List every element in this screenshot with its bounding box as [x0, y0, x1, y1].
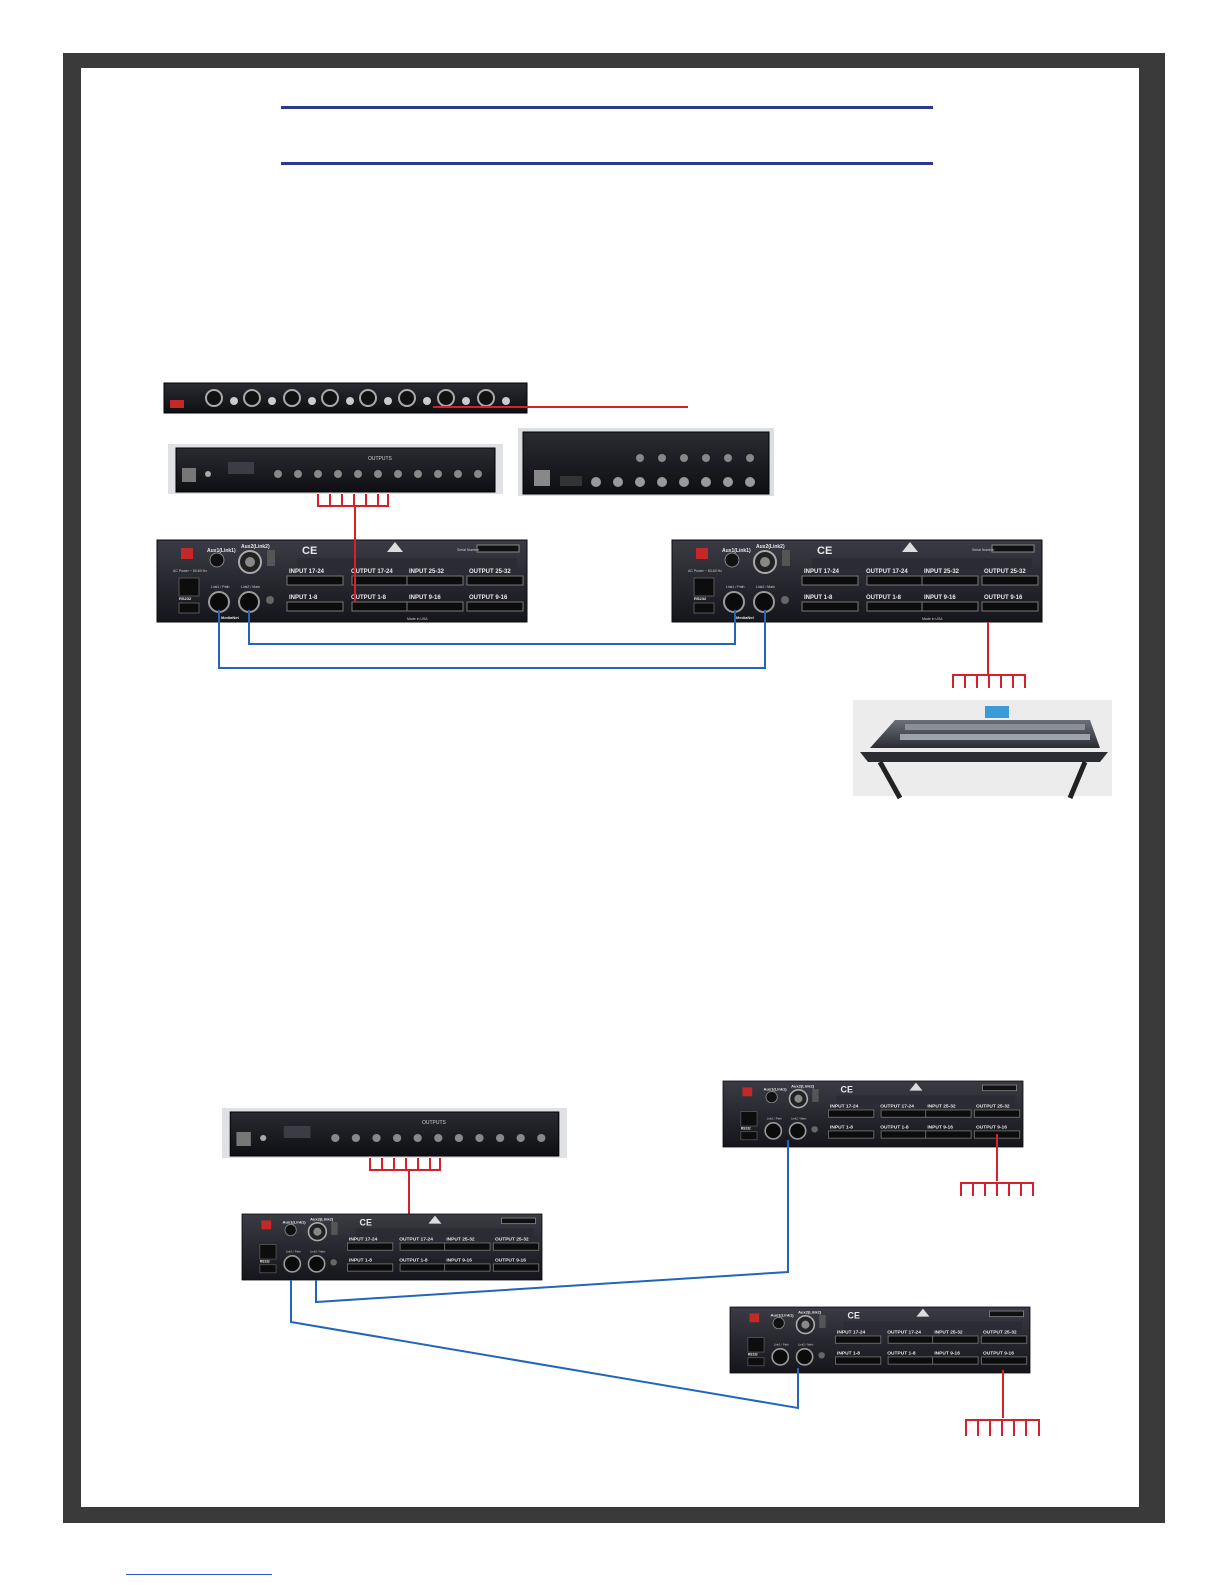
svg-text:Link2 / Main: Link2 / Main — [241, 585, 260, 589]
svg-text:Link1 / Path: Link1 / Path — [774, 1343, 789, 1347]
svg-text:INPUT 25-32: INPUT 25-32 — [409, 569, 445, 575]
svg-text:OUTPUTS: OUTPUTS — [368, 456, 393, 462]
svg-text:OUTPUT 9-16: OUTPUT 9-16 — [976, 1125, 1007, 1131]
svg-text:Link2 / Main: Link2 / Main — [798, 1343, 814, 1347]
svg-text:Aux2(Link2): Aux2(Link2) — [756, 544, 785, 550]
svg-text:INPUT 25-32: INPUT 25-32 — [934, 1330, 963, 1336]
audio-interface-d: Aux1(Link1) Aux2(Link2) Link1 / Path Lin… — [722, 1080, 1024, 1148]
svg-text:INPUT 25-32: INPUT 25-32 — [924, 569, 960, 575]
svg-text:OUTPUT 1-8: OUTPUT 1-8 — [399, 1258, 428, 1264]
svg-text:INPUT 17-24: INPUT 17-24 — [837, 1330, 866, 1336]
output-snake-bottom-right-upper — [960, 1134, 1034, 1196]
svg-text:OUTPUT 25-32: OUTPUT 25-32 — [984, 569, 1026, 575]
svg-text:Aux1(Link1): Aux1(Link1) — [283, 1220, 307, 1225]
svg-text:OUTPUT 17-24: OUTPUT 17-24 — [399, 1237, 433, 1243]
svg-text:Made in USA: Made in USA — [407, 617, 428, 621]
svg-text:Aux2(Link2): Aux2(Link2) — [241, 544, 270, 550]
svg-text:OUTPUT 25-32: OUTPUT 25-32 — [495, 1237, 529, 1243]
output-snake-to-console — [952, 622, 1026, 688]
svg-text:Link1 / Path: Link1 / Path — [726, 585, 745, 589]
monitor-amplifier-rear-panel — [518, 428, 774, 496]
svg-text:Aux1(Link1): Aux1(Link1) — [722, 548, 751, 554]
svg-text:INPUT 1-8: INPUT 1-8 — [837, 1351, 860, 1357]
svg-text:Serial Number: Serial Number — [457, 548, 480, 552]
svg-text:OUTPUT 1-8: OUTPUT 1-8 — [887, 1351, 916, 1357]
svg-text:OUTPUT 9-16: OUTPUT 9-16 — [495, 1258, 526, 1264]
output-snake-bottom-right-lower — [965, 1370, 1040, 1436]
output-snake-top-left — [317, 494, 389, 602]
svg-text:INPUT 25-32: INPUT 25-32 — [927, 1104, 956, 1110]
mixing-console-image — [853, 700, 1112, 800]
svg-text:INPUT 17-24: INPUT 17-24 — [349, 1237, 378, 1243]
svg-text:Aux1(Link1): Aux1(Link1) — [771, 1313, 795, 1318]
svg-text:Aux2(Link2): Aux2(Link2) — [791, 1083, 815, 1088]
svg-text:Link2 / Main: Link2 / Main — [756, 585, 775, 589]
svg-text:AC Power ~ 50-60 Hz: AC Power ~ 50-60 Hz — [173, 569, 207, 573]
svg-text:OUTPUT 17-24: OUTPUT 17-24 — [880, 1104, 914, 1110]
svg-text:Link2 / Main: Link2 / Main — [310, 1250, 326, 1254]
svg-text:RS232: RS232 — [260, 1259, 270, 1263]
svg-text:INPUT 9-16: INPUT 9-16 — [934, 1351, 960, 1357]
svg-text:Link1 / Path: Link1 / Path — [211, 585, 230, 589]
audio-interface-a: Aux1(Link1) Aux2(Link2) AC Power ~ 50-60… — [156, 539, 528, 623]
svg-text:OUTPUT 9-16: OUTPUT 9-16 — [983, 1351, 1014, 1357]
title-rule-bottom — [281, 162, 933, 165]
svg-text:OUTPUT 25-32: OUTPUT 25-32 — [976, 1104, 1010, 1110]
svg-text:Link2 / Main: Link2 / Main — [791, 1117, 807, 1121]
svg-text:INPUT 1-8: INPUT 1-8 — [289, 595, 318, 601]
network-cables-top — [218, 610, 766, 669]
svg-text:MediaNet: MediaNet — [736, 615, 754, 620]
svg-text:OUTPUT 1-8: OUTPUT 1-8 — [351, 595, 387, 601]
svg-text:Aux1(Link1): Aux1(Link1) — [764, 1087, 788, 1092]
title-rule-top — [281, 106, 933, 109]
svg-text:Made in USA: Made in USA — [922, 617, 943, 621]
svg-text:OUTPUT 25-32: OUTPUT 25-32 — [983, 1330, 1017, 1336]
svg-text:INPUT 9-16: INPUT 9-16 — [924, 595, 956, 601]
svg-text:RS232: RS232 — [741, 1126, 751, 1130]
svg-text:RS232: RS232 — [694, 596, 707, 601]
svg-text:OUTPUT 1-8: OUTPUT 1-8 — [880, 1125, 909, 1131]
mic-preamp-front — [163, 382, 528, 414]
svg-text:OUTPUT 1-8: OUTPUT 1-8 — [866, 595, 902, 601]
svg-text:Serial Number: Serial Number — [972, 548, 995, 552]
svg-text:OUTPUT 9-16: OUTPUT 9-16 — [984, 595, 1023, 601]
svg-text:OUTPUTS: OUTPUTS — [422, 1120, 447, 1126]
svg-text:INPUT 1-8: INPUT 1-8 — [349, 1258, 372, 1264]
svg-text:Aux2(Link2): Aux2(Link2) — [310, 1216, 334, 1221]
svg-text:RS232: RS232 — [748, 1352, 758, 1356]
svg-text:INPUT 17-24: INPUT 17-24 — [830, 1104, 859, 1110]
audio-interface-e: Aux1(Link1) Aux2(Link2) Link1 / Path Lin… — [729, 1306, 1031, 1374]
audio-interface-c: Aux1(Link1) Aux2(Link2) Link1 / Path Lin… — [241, 1213, 543, 1281]
footer-link-underline[interactable] — [126, 1574, 272, 1575]
svg-text:INPUT 9-16: INPUT 9-16 — [927, 1125, 953, 1131]
svg-text:INPUT 1-8: INPUT 1-8 — [804, 595, 833, 601]
svg-text:INPUT 9-16: INPUT 9-16 — [409, 595, 441, 601]
svg-text:OUTPUT 17-24: OUTPUT 17-24 — [887, 1330, 921, 1336]
svg-text:AC Power ~ 50-60 Hz: AC Power ~ 50-60 Hz — [688, 569, 722, 573]
svg-text:Link1 / Path: Link1 / Path — [767, 1117, 782, 1121]
svg-text:Link1 / Path: Link1 / Path — [286, 1250, 301, 1254]
amplifier-rear-panel-2: OUTPUTS — [221, 1107, 568, 1159]
svg-text:OUTPUT 9-16: OUTPUT 9-16 — [469, 595, 508, 601]
svg-text:INPUT 17-24: INPUT 17-24 — [289, 569, 325, 575]
svg-text:RS232: RS232 — [179, 596, 192, 601]
svg-text:OUTPUT 17-24: OUTPUT 17-24 — [866, 569, 908, 575]
svg-text:OUTPUT 17-24: OUTPUT 17-24 — [351, 569, 393, 575]
svg-text:Aux2(Link2): Aux2(Link2) — [798, 1309, 822, 1314]
svg-text:INPUT 9-16: INPUT 9-16 — [446, 1258, 472, 1264]
svg-text:INPUT 25-32: INPUT 25-32 — [446, 1237, 475, 1243]
amplifier-rear-panel: OUTPUTS — [167, 443, 504, 495]
network-cables-bottom — [290, 1140, 799, 1410]
svg-text:MediaNet: MediaNet — [221, 615, 239, 620]
svg-text:INPUT 17-24: INPUT 17-24 — [804, 569, 840, 575]
svg-text:INPUT 1-8: INPUT 1-8 — [830, 1125, 853, 1131]
audio-interface-b: Aux1(Link1) Aux2(Link2) AC Power ~ 50-60… — [671, 539, 1043, 623]
svg-text:Aux1(Link1): Aux1(Link1) — [207, 548, 236, 554]
svg-text:OUTPUT 25-32: OUTPUT 25-32 — [469, 569, 511, 575]
